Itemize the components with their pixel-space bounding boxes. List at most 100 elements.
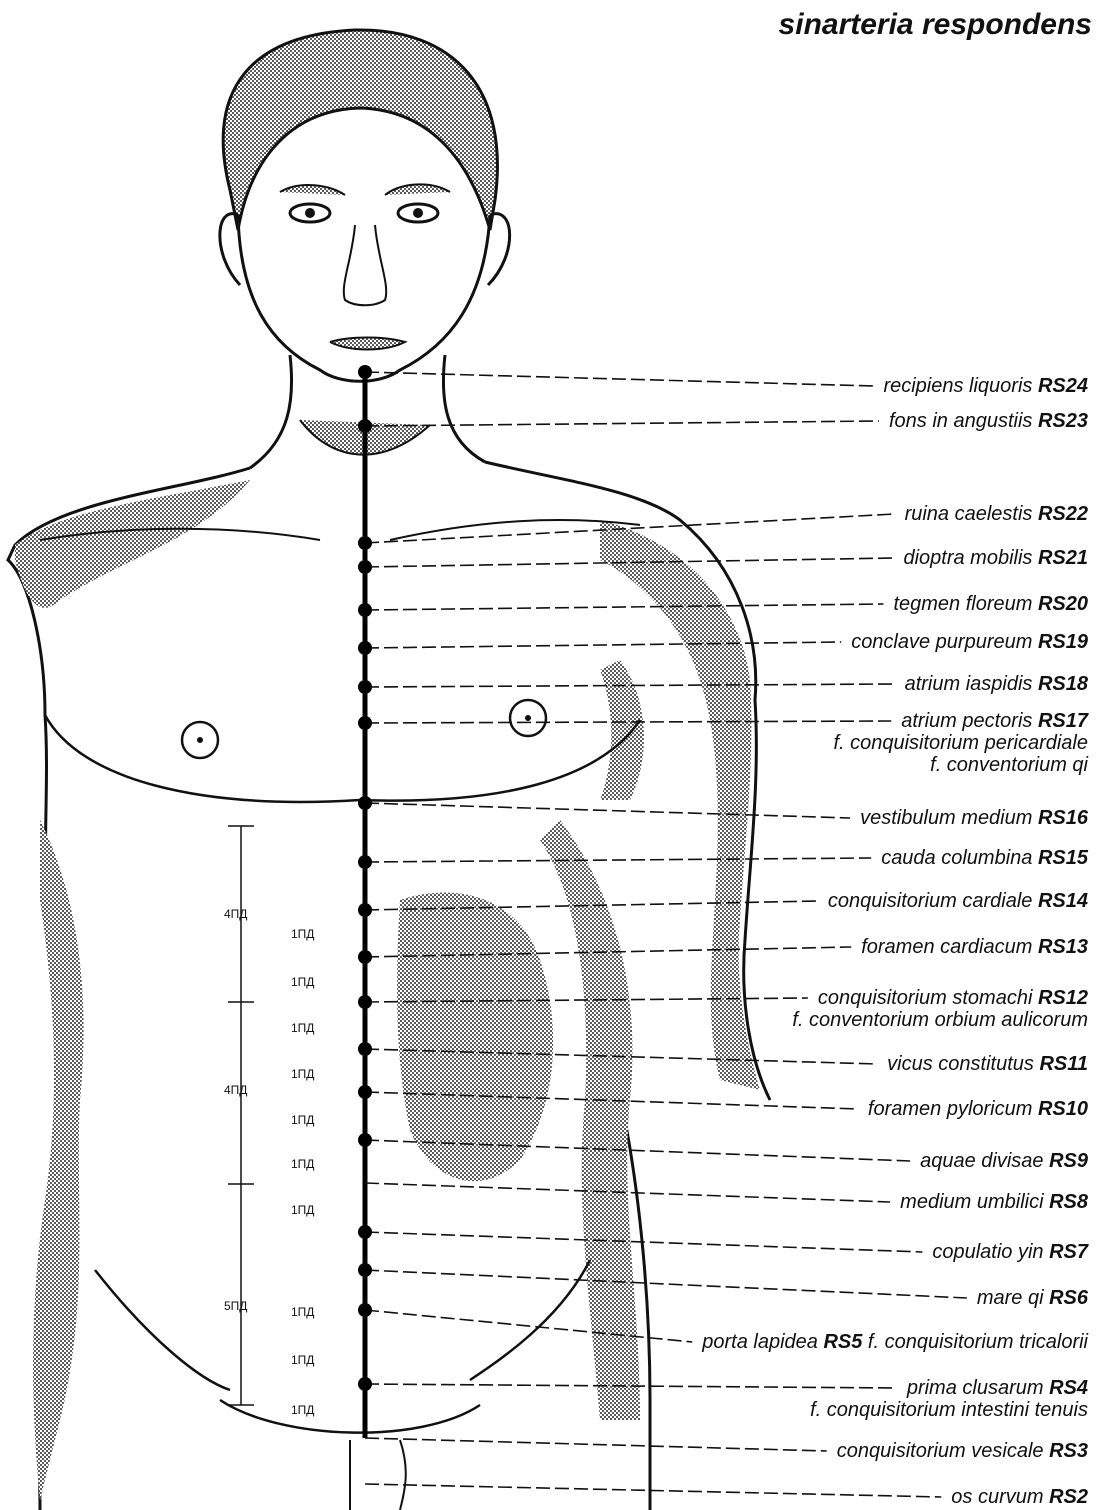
point-name: tegmen floreum bbox=[893, 593, 1038, 615]
point-code: RS21 bbox=[1038, 547, 1088, 569]
point-code: RS18 bbox=[1038, 673, 1089, 695]
point-name: atrium pectoris bbox=[901, 710, 1038, 732]
shading-abdomen bbox=[397, 893, 553, 1182]
measure-small-label: 1ПД bbox=[291, 1305, 314, 1319]
point-name: fons in angustiis bbox=[889, 410, 1038, 432]
acupoint-dot bbox=[358, 641, 372, 655]
point-code: RS23 bbox=[1038, 410, 1088, 432]
acupoint-dot bbox=[358, 560, 372, 574]
point-name: ruina caelestis bbox=[905, 503, 1038, 525]
pubic-line bbox=[220, 1400, 480, 1433]
human-torso-figure bbox=[8, 30, 770, 1510]
point-label: ruina caelestis RS22 bbox=[905, 503, 1088, 525]
point-label: medium umbilici RS8 bbox=[900, 1191, 1089, 1213]
point-name: cauda columbina bbox=[881, 847, 1038, 869]
point-code: RS4 bbox=[1049, 1377, 1088, 1399]
point-label: recipiens liquoris RS24 bbox=[883, 375, 1088, 397]
point-code: RS17 bbox=[1038, 710, 1089, 732]
point-code: RS3 bbox=[1049, 1440, 1088, 1462]
point-function: f. conquisitorium tricalorii bbox=[862, 1331, 1088, 1353]
acupoint-dot bbox=[358, 796, 372, 810]
point-code: RS6 bbox=[1049, 1287, 1089, 1309]
acupoint-dot bbox=[358, 536, 372, 550]
acupoint-dot bbox=[358, 1085, 372, 1099]
point-label: vestibulum medium RS16 bbox=[860, 807, 1089, 829]
point-label: conclave purpureum RS19 bbox=[851, 631, 1089, 653]
point-label: conquisitorium vesicale RS3 bbox=[837, 1440, 1088, 1462]
point-label: atrium pectoris RS17 bbox=[901, 710, 1089, 732]
acupoint-dot bbox=[358, 419, 372, 433]
leader-line bbox=[365, 604, 883, 610]
acupoint-dot bbox=[358, 1225, 372, 1239]
point-code: RS11 bbox=[1039, 1053, 1088, 1075]
point-name: foramen pyloricum bbox=[868, 1098, 1038, 1120]
measure-small-label: 1ПД bbox=[291, 1067, 314, 1081]
pelvis-line bbox=[95, 1270, 230, 1390]
point-label: tegmen floreum RS20 bbox=[893, 593, 1088, 615]
measure-big-label: 4ПД bbox=[224, 907, 247, 921]
point-name: prima clusarum bbox=[906, 1377, 1049, 1399]
measure-small-label: 1ПД bbox=[291, 1203, 314, 1217]
point-code: RS8 bbox=[1049, 1191, 1089, 1213]
leader-line bbox=[365, 1438, 827, 1451]
acupoint-dot bbox=[358, 1263, 372, 1277]
face-outline bbox=[238, 215, 490, 381]
point-name: dioptra mobilis bbox=[903, 547, 1038, 569]
point-name: conquisitorium vesicale bbox=[837, 1440, 1049, 1462]
leader-line bbox=[365, 1484, 941, 1497]
measure-small-label: 1ПД bbox=[291, 1353, 314, 1367]
point-code: RS5 bbox=[823, 1331, 863, 1353]
nose bbox=[344, 225, 386, 305]
shading-right-flank bbox=[540, 820, 640, 1420]
point-function: f. conventorium qi bbox=[930, 754, 1088, 776]
leader-line bbox=[365, 1270, 967, 1298]
acupoint-dot bbox=[358, 1042, 372, 1056]
neck bbox=[250, 355, 292, 468]
point-code: RS22 bbox=[1038, 503, 1088, 525]
point-label: cauda columbina RS15 bbox=[881, 847, 1089, 869]
point-code: RS13 bbox=[1038, 936, 1088, 958]
point-name: conquisitorium cardiale bbox=[828, 890, 1038, 912]
measure-small-label: 1ПД bbox=[291, 1403, 314, 1417]
point-name: foramen cardiacum bbox=[861, 936, 1038, 958]
point-name: recipiens liquoris bbox=[883, 375, 1038, 397]
point-function: f. conquisitorium intestini tenuis bbox=[810, 1399, 1088, 1421]
point-code: RS10 bbox=[1038, 1098, 1088, 1120]
point-label: copulatio yin RS7 bbox=[932, 1241, 1089, 1263]
point-label: foramen cardiacum RS13 bbox=[861, 936, 1088, 958]
point-name: medium umbilici bbox=[900, 1191, 1049, 1213]
shading-left-shoulder bbox=[15, 480, 250, 608]
point-label: porta lapidea RS5 f. conquisitorium tric… bbox=[701, 1331, 1088, 1353]
point-code: RS7 bbox=[1049, 1241, 1089, 1263]
acupoint-dot bbox=[358, 1303, 372, 1317]
leader-line bbox=[365, 421, 879, 426]
point-label: conquisitorium stomachi RS12 bbox=[818, 987, 1088, 1009]
point-code: RS19 bbox=[1038, 631, 1089, 653]
point-label: conquisitorium cardiale RS14 bbox=[828, 890, 1088, 912]
point-code: RS24 bbox=[1038, 375, 1088, 397]
point-name: conclave purpureum bbox=[851, 631, 1038, 653]
point-name: porta lapidea bbox=[701, 1331, 823, 1353]
measure-small-label: 1ПД bbox=[291, 975, 314, 989]
acupoint-dot bbox=[358, 1377, 372, 1391]
point-label: os curvum RS2 bbox=[951, 1486, 1088, 1508]
acupoint-dot bbox=[358, 855, 372, 869]
point-code: RS12 bbox=[1038, 987, 1088, 1009]
point-code: RS20 bbox=[1038, 593, 1088, 615]
measure-big-label: 5ПД bbox=[224, 1299, 247, 1313]
point-function: f. conventorium orbium aulicorum bbox=[792, 1009, 1088, 1031]
point-name: mare qi bbox=[977, 1287, 1049, 1309]
leader-line bbox=[365, 372, 873, 386]
measure-small-label: 1ПД bbox=[291, 927, 314, 941]
acupoint-dot bbox=[358, 716, 372, 730]
measure-small-label: 1ПД bbox=[291, 1113, 314, 1127]
acupoint-dot bbox=[358, 680, 372, 694]
point-code: RS15 bbox=[1038, 847, 1089, 869]
point-label: vicus constitutus RS11 bbox=[887, 1053, 1088, 1075]
acupoint-dot bbox=[358, 950, 372, 964]
shading-right-chest bbox=[600, 660, 644, 800]
point-label: mare qi RS6 bbox=[977, 1287, 1089, 1309]
